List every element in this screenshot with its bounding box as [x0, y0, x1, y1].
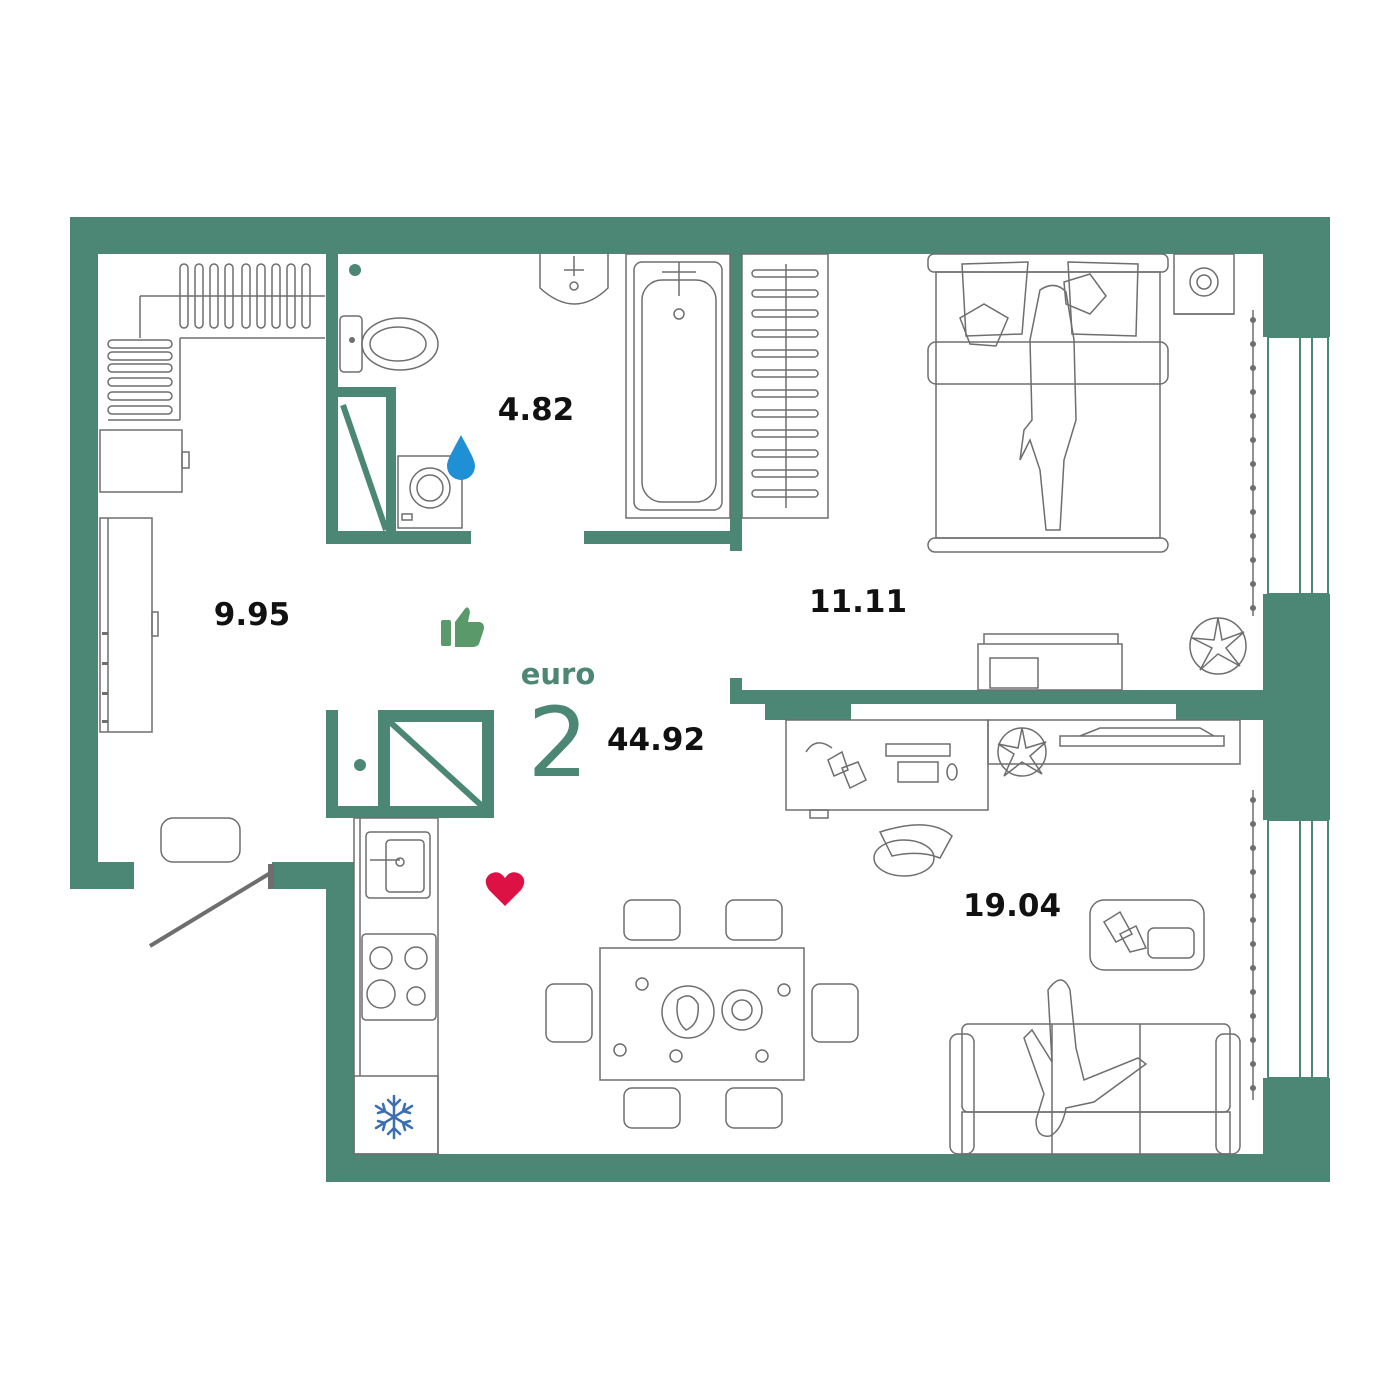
water-drop-icon [447, 435, 475, 480]
bedroom-washer [1173, 253, 1235, 315]
bedroom-wardrobe [741, 253, 829, 519]
tv-console [987, 719, 1241, 765]
area-hallway: 9.95 [214, 597, 291, 633]
thumbs-up-icon [441, 607, 484, 647]
area-living-kitchen: 19.04 [963, 888, 1061, 924]
bathtub [625, 253, 731, 519]
office-chair [873, 824, 953, 877]
windows [1267, 336, 1329, 1079]
pouf [160, 817, 241, 863]
dining-table [599, 947, 805, 1081]
hallway-cabinet [99, 517, 159, 733]
coffee-table [1089, 899, 1205, 971]
wardrobe [107, 263, 325, 421]
toilet [339, 315, 439, 373]
snowflake-icon [374, 1094, 414, 1140]
work-desk [785, 719, 989, 819]
area-bedroom: 11.11 [809, 584, 907, 620]
dining-chairs [545, 899, 859, 1129]
living-radiator [1250, 790, 1256, 1100]
bedroom-plant [1189, 617, 1247, 675]
living-plant [997, 727, 1047, 777]
shoe-cabinet [99, 429, 190, 493]
sink [539, 254, 609, 305]
pipe-dot [354, 759, 366, 771]
entrance-door[interactable] [148, 864, 274, 948]
pipe-dot [349, 264, 361, 276]
heart-icon [485, 872, 525, 906]
walls [70, 217, 1330, 1182]
apartment-type-prefix: euro [521, 657, 596, 691]
sofa [949, 979, 1241, 1155]
bedroom-desk [977, 633, 1123, 691]
washing-machine [397, 455, 463, 529]
bedroom-radiator [1250, 310, 1256, 616]
bed [927, 253, 1169, 553]
shafts [340, 404, 485, 809]
total-area: 44.92 [607, 722, 705, 758]
area-bathroom: 4.82 [498, 392, 575, 428]
apartment-type-number: 2 [527, 687, 588, 799]
kitchen-counter [353, 817, 439, 1155]
